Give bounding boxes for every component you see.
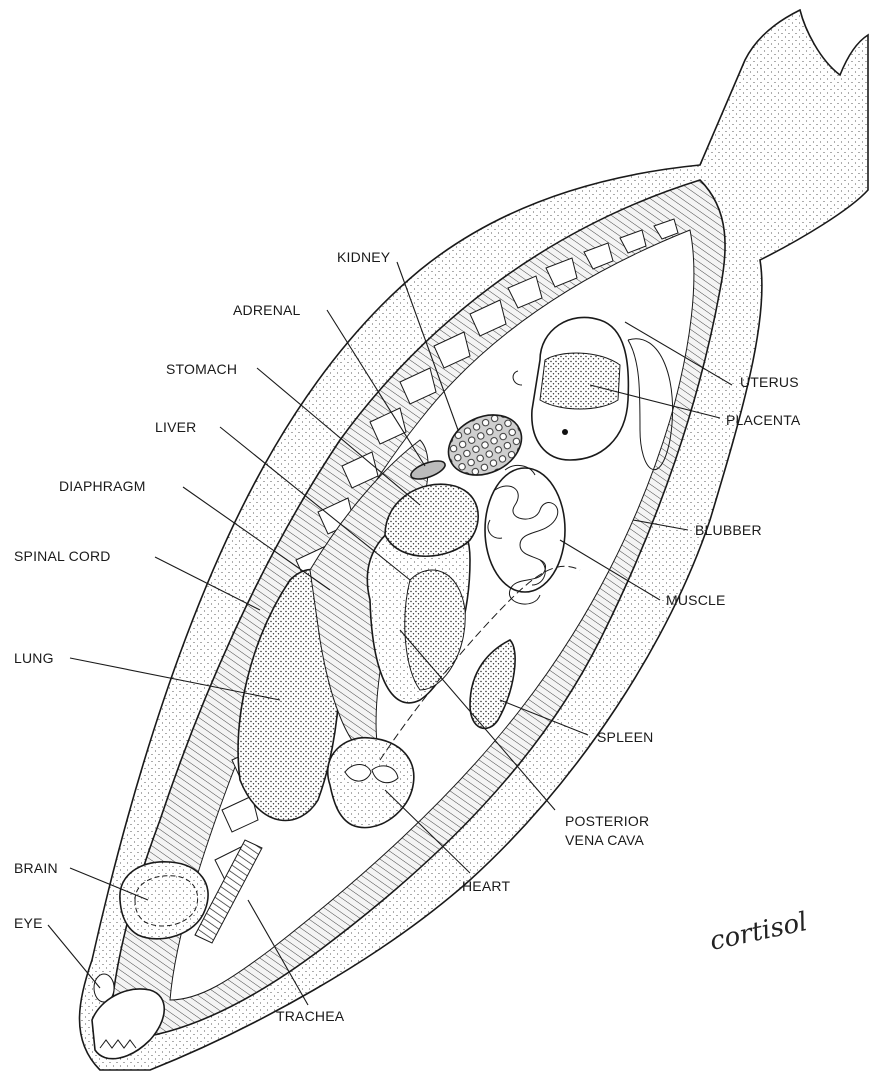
label-stomach: STOMACH xyxy=(166,361,237,377)
label-trachea: TRACHEA xyxy=(276,1008,345,1024)
label-uterus: UTERUS xyxy=(740,374,799,390)
label-spinal-cord: SPINAL CORD xyxy=(14,548,111,564)
label-kidney: KIDNEY xyxy=(337,249,391,265)
label-vena-cava: VENA CAVA xyxy=(565,832,645,848)
label-muscle: MUSCLE xyxy=(666,592,726,608)
label-posterior: POSTERIOR xyxy=(565,813,649,829)
label-blubber: BLUBBER xyxy=(695,522,762,538)
label-diaphragm: DIAPHRAGM xyxy=(59,478,146,494)
label-heart: HEART xyxy=(462,878,510,894)
label-adrenal: ADRENAL xyxy=(233,302,301,318)
label-spleen: SPLEEN xyxy=(597,729,653,745)
label-lung: LUNG xyxy=(14,650,54,666)
label-eye: EYE xyxy=(14,915,43,931)
label-liver: LIVER xyxy=(155,419,196,435)
label-placenta: PLACENTA xyxy=(726,412,801,428)
handwritten-annotation: cortisol xyxy=(707,907,810,957)
label-brain: BRAIN xyxy=(14,860,58,876)
